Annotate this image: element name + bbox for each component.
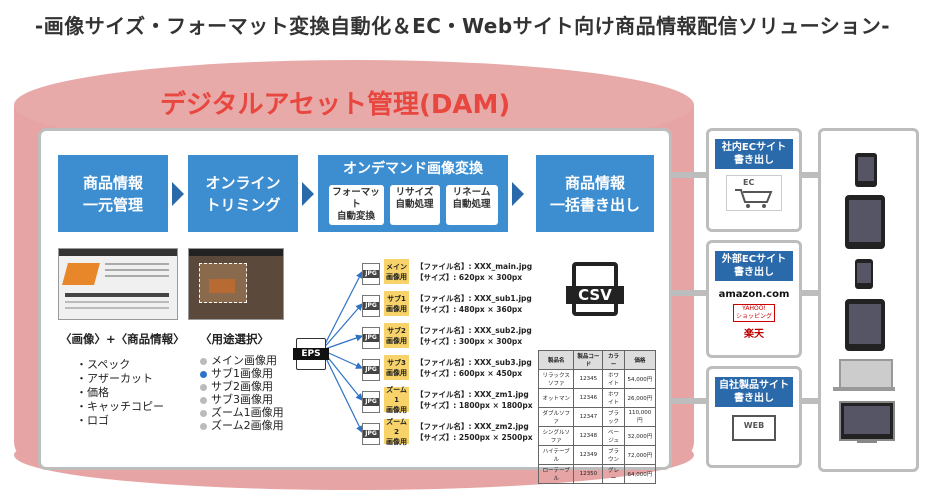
internal-ec-title: 社内ECサイト書き出し — [715, 139, 793, 169]
chevron-right-icon — [302, 182, 314, 206]
monitor-stand — [857, 439, 877, 443]
usage-option[interactable]: サブ2画像用 — [200, 380, 284, 393]
usage-option[interactable]: ズーム2画像用 — [200, 419, 284, 432]
eps-file-icon: EPS — [293, 338, 329, 370]
tablet-icon — [845, 299, 885, 351]
connector-web-dev — [796, 398, 820, 404]
yahoo-shopping-logo: YAHOO!ショッピング — [733, 304, 775, 322]
connector-web — [664, 398, 708, 404]
step1-line1: 商品情報 — [82, 173, 143, 192]
usage-caption: 〈用途選択〉 — [200, 332, 269, 346]
step2-line2: トリミング — [205, 195, 281, 214]
external-ec-export-panel: 外部ECサイト書き出し amazon.com YAHOO!ショッピング 楽天 — [706, 240, 802, 358]
file-info: 【ファイル名】: XXX_sub3.jpg【サイズ】: 600px × 450p… — [416, 358, 532, 378]
monitor-icon — [839, 401, 895, 441]
connector-ec-dev — [796, 172, 820, 178]
rakuten-logo: 楽天 — [744, 329, 764, 340]
list-item: ・ロゴ — [76, 414, 109, 427]
smartphone-icon — [855, 153, 877, 187]
file-info: 【ファイル名】: XXX_zm2.jpg【サイズ】: 2500px × 2500… — [416, 422, 533, 442]
list-item: ・価格 — [76, 386, 109, 399]
usage-option[interactable]: サブ3画像用 — [200, 393, 284, 406]
radio-icon — [200, 422, 207, 430]
product-info-screenshot — [58, 248, 178, 320]
chevron-right-icon — [512, 182, 524, 206]
usage-options: メイン画像用 サブ1画像用 サブ2画像用 サブ3画像用 ズーム1画像用 ズーム2… — [200, 354, 284, 432]
usage-tag: メイン画像用 — [384, 259, 409, 284]
headline: -画像サイズ・フォーマット変換自動化＆EC・Webサイト向け商品情報配信ソリュー… — [34, 14, 891, 38]
own-site-export-panel: 自社製品サイト書き出し WEB — [706, 366, 802, 468]
radio-icon — [200, 396, 207, 404]
own-site-title: 自社製品サイト書き出し — [715, 377, 793, 407]
tablet-icon — [845, 195, 885, 249]
radio-selected-icon — [200, 370, 207, 378]
csv-label: CSV — [566, 286, 624, 304]
list-item: ・アザーカット — [76, 372, 153, 385]
step-bulk-export: 商品情報一括書き出し — [536, 155, 654, 232]
dam-title: デジタルアセット管理(DAM) — [160, 90, 511, 120]
connector-external-dev — [796, 290, 820, 296]
resize-button: リサイズ自動処理 — [389, 185, 440, 225]
csv-file-icon: CSV — [566, 262, 624, 316]
trimming-screenshot — [188, 248, 284, 320]
jpg-file-icon: JPG — [362, 295, 380, 317]
radio-icon — [200, 357, 207, 365]
format-convert-button: フォーマット自動変換 — [328, 185, 384, 225]
list-item: ・スペック — [76, 358, 131, 371]
jpg-file-icon: JPG — [362, 391, 380, 413]
step4-line1: 商品情報 — [564, 173, 625, 192]
file-info: 【ファイル名】: XXX_zm1.jpg【サイズ】: 1800px × 1800… — [416, 390, 533, 410]
jpg-file-icon: JPG — [362, 327, 380, 349]
usage-option[interactable]: メイン画像用 — [200, 354, 284, 367]
step4-line2: 一括書き出し — [549, 195, 640, 214]
file-info: 【ファイル名】: XXX_main.jpg【サイズ】: 620px × 300p… — [416, 262, 533, 282]
connector-ec — [664, 172, 708, 178]
step-product-management: 商品情報一元管理 — [58, 155, 168, 232]
step-ondemand-conversion: オンデマンド画像変換 フォーマット自動変換 リサイズ自動処理 リネーム自動処理 — [318, 155, 508, 232]
chevron-right-icon — [172, 182, 184, 206]
external-ec-title: 外部ECサイト書き出し — [715, 251, 793, 281]
jpg-file-icon: JPG — [362, 263, 380, 285]
internal-ec-export-panel: 社内ECサイト書き出し EC — [706, 128, 802, 232]
jpg-file-icon: JPG — [362, 359, 380, 381]
radio-icon — [200, 383, 207, 391]
step1-line2: 一元管理 — [82, 195, 143, 214]
amazon-logo: amazon.com — [718, 289, 790, 300]
step-online-trimming: オンライントリミング — [188, 155, 298, 232]
devices-panel — [818, 128, 919, 472]
list-item: ・キャッチコピー — [76, 400, 164, 413]
web-icon: WEB — [732, 415, 776, 441]
product-info-caption: 〈画像〉+〈商品情報〉 — [60, 332, 185, 346]
connector-external — [664, 290, 708, 296]
step3-title: オンデマンド画像変換 — [343, 161, 483, 177]
usage-option-selected[interactable]: サブ1画像用 — [200, 367, 284, 380]
jpg-file-icon: JPG — [362, 423, 380, 445]
rename-button: リネーム自動処理 — [445, 185, 498, 225]
cart-icon: EC — [726, 175, 782, 211]
radio-icon — [200, 409, 207, 417]
usage-option[interactable]: ズーム1画像用 — [200, 406, 284, 419]
eps-label: EPS — [293, 348, 329, 360]
file-info: 【ファイル名】: XXX_sub1.jpg【サイズ】: 480px × 360p… — [416, 294, 532, 314]
product-info-list: ・スペック ・アザーカット ・価格 ・キャッチコピー ・ロゴ — [76, 358, 164, 428]
smartphone-icon — [855, 259, 873, 289]
laptop-base — [833, 387, 895, 391]
file-info: 【ファイル名】: XXX_sub2.jpg【サイズ】: 300px × 300p… — [416, 326, 532, 346]
step2-line1: オンライン — [205, 173, 281, 192]
